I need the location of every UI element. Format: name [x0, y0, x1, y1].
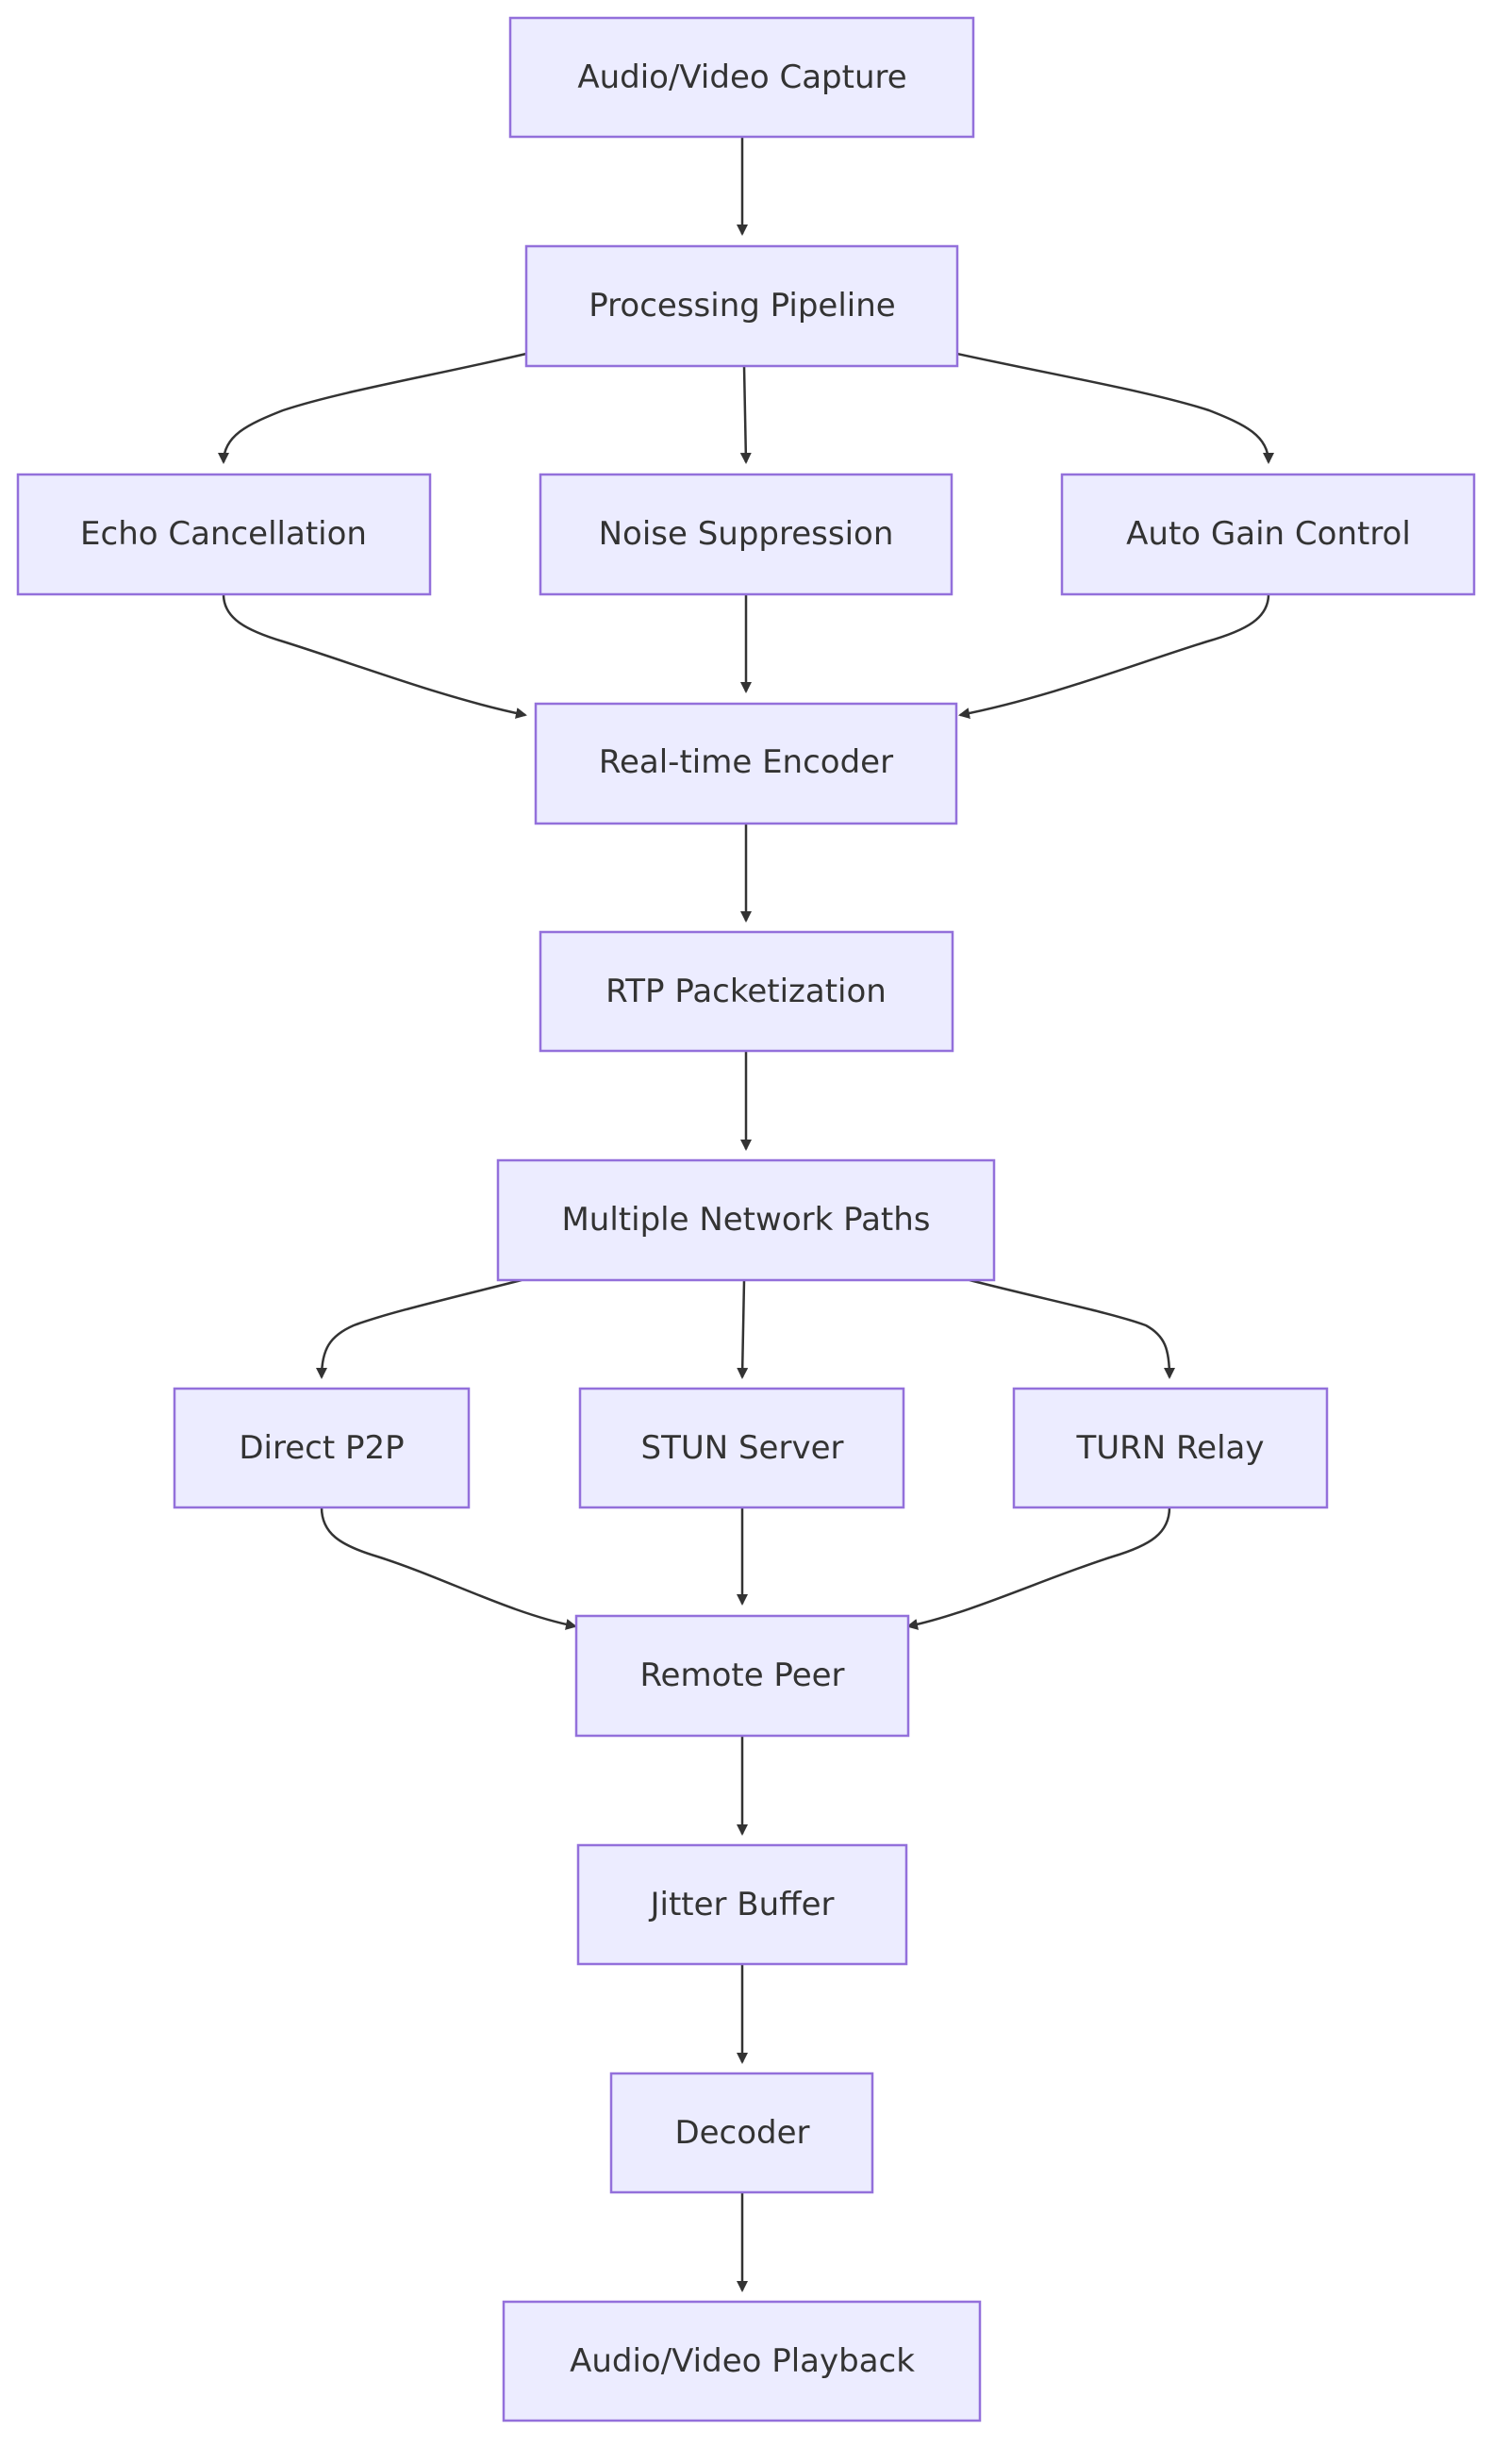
node-label: Jitter Buffer [648, 1886, 834, 1923]
node-multiple-network-paths[interactable]: Multiple Network Paths [496, 1158, 996, 1282]
node-noise-suppression[interactable]: Noise Suppression [539, 473, 953, 596]
node-direct-p2p[interactable]: Direct P2P [173, 1387, 471, 1509]
edge-paths-turn [969, 1278, 1175, 1379]
edge-pipeline-noise [739, 365, 752, 464]
edge-pipeline-gain [956, 352, 1274, 464]
node-label: Echo Cancellation [80, 515, 367, 553]
node-stun-server[interactable]: STUN Server [578, 1387, 905, 1509]
edges [218, 137, 1274, 2292]
edge-p2p-peer [320, 1507, 577, 1630]
node-echo-cancellation[interactable]: Echo Cancellation [16, 473, 432, 596]
node-label: Direct P2P [239, 1429, 404, 1467]
node-label: Noise Suppression [599, 515, 894, 553]
node-label: Remote Peer [639, 1657, 844, 1694]
edge-echo-encoder [222, 593, 527, 719]
node-label: Multiple Network Paths [561, 1201, 930, 1239]
edge-paths-stun [737, 1279, 749, 1379]
node-decoder[interactable]: Decoder [609, 2072, 874, 2194]
node-label: Decoder [674, 2114, 809, 2152]
node-rtp-packetization[interactable]: RTP Packetization [539, 930, 954, 1053]
node-label: Processing Pipeline [589, 287, 895, 325]
node-jitter-buffer[interactable]: Jitter Buffer [576, 1843, 908, 1966]
edge-paths-p2p [316, 1278, 522, 1379]
node-audio-video-capture[interactable]: Audio/Video Capture [508, 16, 975, 139]
node-audio-video-playback[interactable]: Audio/Video Playback [502, 2300, 982, 2422]
node-real-time-encoder[interactable]: Real-time Encoder [534, 702, 958, 825]
edge-pipeline-echo [218, 352, 527, 464]
node-label: Audio/Video Playback [570, 2342, 915, 2380]
node-label: TURN Relay [1076, 1429, 1265, 1467]
node-label: Real-time Encoder [599, 743, 893, 781]
edge-turn-peer [906, 1507, 1171, 1630]
node-label: RTP Packetization [605, 973, 887, 1010]
node-label: Audio/Video Capture [577, 58, 906, 96]
node-turn-relay[interactable]: TURN Relay [1012, 1387, 1329, 1509]
edge-gain-encoder [958, 593, 1270, 719]
node-label: Auto Gain Control [1126, 515, 1411, 553]
node-processing-pipeline[interactable]: Processing Pipeline [524, 244, 959, 368]
node-label: STUN Server [641, 1429, 844, 1467]
node-auto-gain-control[interactable]: Auto Gain Control [1060, 473, 1476, 596]
node-remote-peer[interactable]: Remote Peer [574, 1614, 910, 1738]
